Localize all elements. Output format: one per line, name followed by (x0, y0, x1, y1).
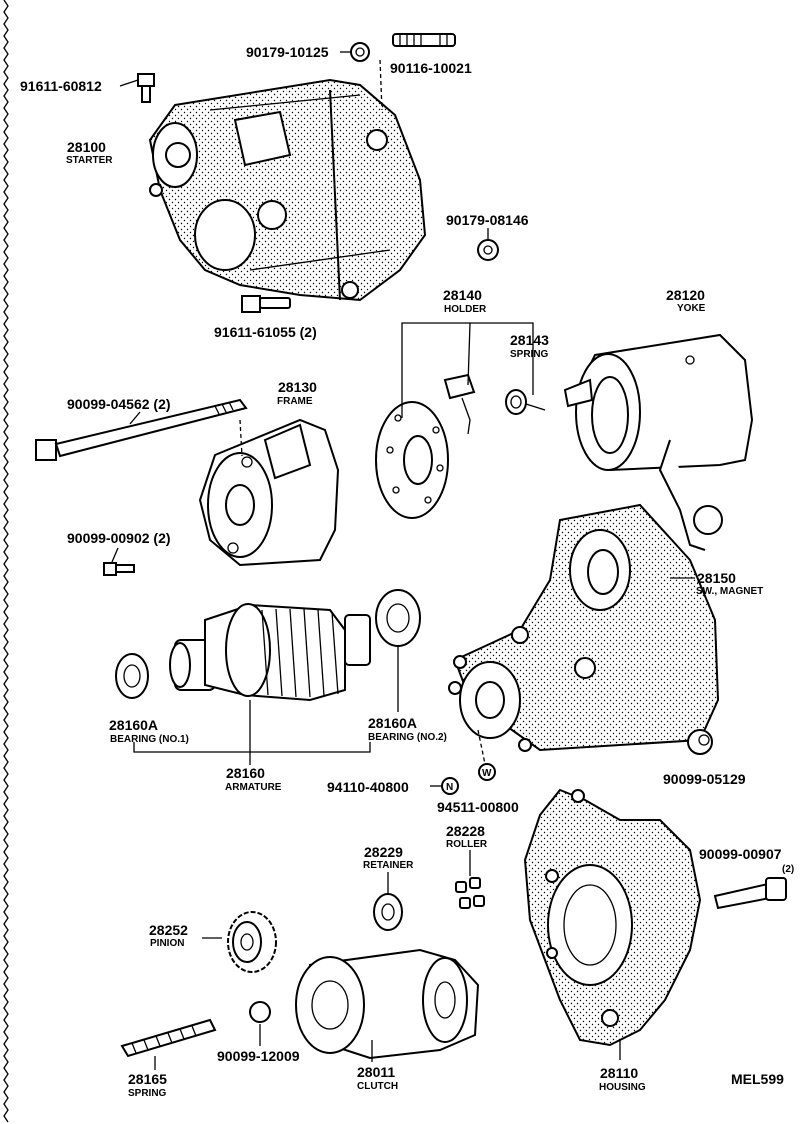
label-90179-08146: 90179-08146 (446, 212, 529, 228)
washer-94511-00800-drawing: W (478, 763, 496, 781)
spring-28143-drawing (505, 389, 546, 415)
label-90099-04562: 90099-04562 (2) (67, 396, 171, 412)
label-28120-name: YOKE (677, 303, 706, 314)
label-bearing-no2-number: 28160A (368, 715, 417, 731)
starter-assembly-drawing (148, 78, 427, 302)
retainer-28229-drawing (373, 893, 403, 931)
label-94110-40800: 94110-40800 (327, 779, 409, 795)
label-28150-name: SW., MAGNET (696, 586, 763, 597)
sheet-edge-border (3, 0, 9, 1123)
spring-28165-drawing (120, 1018, 217, 1058)
label-90099-12009: 90099-12009 (217, 1048, 300, 1064)
nut-94110-40800-drawing: N (441, 777, 459, 795)
bearing-no1-28160A-drawing (115, 653, 149, 699)
ball-90099-12009-drawing (249, 1001, 271, 1023)
bolt-90099-00907-drawing (713, 877, 787, 910)
label-28130-name: FRAME (277, 396, 313, 407)
pinion-28252-drawing (227, 911, 277, 973)
frame-28130-drawing (198, 418, 340, 567)
armature-28160-drawing (169, 603, 371, 702)
label-94511-00800: 94511-00800 (437, 799, 519, 815)
label-28110-number: 28110 (600, 1065, 638, 1081)
label-90099-00907-qty: (2) (782, 864, 794, 875)
label-28150-number: 28150 (697, 570, 736, 586)
symbol-n: N (446, 782, 453, 793)
nut-90179-10125-drawing (350, 42, 370, 62)
label-28011-name: CLUTCH (357, 1081, 398, 1092)
label-28252-name: PINION (150, 938, 184, 949)
label-91611-61055: 91611-61055 (2) (214, 324, 317, 340)
bolt-91611-60812-drawing (137, 73, 155, 103)
bolt-91611-61055-drawing (241, 295, 291, 313)
housing-28110-drawing (523, 788, 702, 1047)
label-28160-number: 28160 (226, 765, 265, 781)
label-28252-number: 28252 (149, 922, 188, 938)
label-28120-number: 28120 (666, 287, 705, 303)
label-28143-name: SPRING (510, 349, 549, 360)
label-28140-number: 28140 (443, 287, 482, 303)
label-28110-name: HOUSING (599, 1082, 646, 1093)
label-28100-number: 28100 (67, 139, 106, 155)
symbol-w: W (482, 768, 492, 779)
label-90099-05129: 90099-05129 (663, 771, 746, 787)
label-28165-name: SPRING (128, 1088, 167, 1099)
screw-90099-00902-drawing (103, 562, 135, 576)
label-28229-name: RETAINER (363, 860, 414, 871)
label-28165-number: 28165 (128, 1071, 167, 1087)
drawing-code: MEL599 (731, 1071, 784, 1087)
label-bearing-no2-name: BEARING (NO.2) (368, 732, 447, 743)
through-bolt-90099-04562-drawing (35, 398, 248, 461)
holder-28140-drawing (375, 373, 476, 519)
bearing-no2-28160A-drawing (375, 589, 421, 647)
clutch-28011-drawing (295, 948, 480, 1060)
label-90099-00907: 90099-00907 (699, 846, 782, 862)
label-90099-00902: 90099-00902 (2) (67, 530, 171, 546)
label-28100-name: STARTER (66, 155, 113, 166)
label-28130-number: 28130 (278, 379, 317, 395)
label-90179-10125: 90179-10125 (246, 44, 329, 60)
nut-90099-05129-drawing (687, 729, 713, 755)
roller-28228-drawing (455, 877, 485, 909)
label-28011-number: 28011 (357, 1064, 395, 1080)
label-bearing-no1-number: 28160A (109, 717, 158, 733)
label-28160-name: ARMATURE (225, 782, 282, 793)
label-28228-number: 28228 (446, 823, 485, 839)
stud-90116-10021-drawing (392, 33, 456, 47)
label-bearing-no1-name: BEARING (NO.1) (110, 734, 189, 745)
magnet-switch-28150-drawing (448, 503, 720, 752)
label-28143-number: 28143 (510, 332, 549, 348)
label-28229-number: 28229 (364, 844, 403, 860)
yoke-28120-drawing (563, 333, 754, 551)
label-28140-name: HOLDER (444, 304, 487, 315)
label-91611-60812: 91611-60812 (20, 78, 102, 94)
label-28228-name: ROLLER (446, 839, 488, 850)
label-90116-10021: 90116-10021 (390, 60, 472, 76)
nut-90179-08146-drawing (477, 239, 499, 261)
